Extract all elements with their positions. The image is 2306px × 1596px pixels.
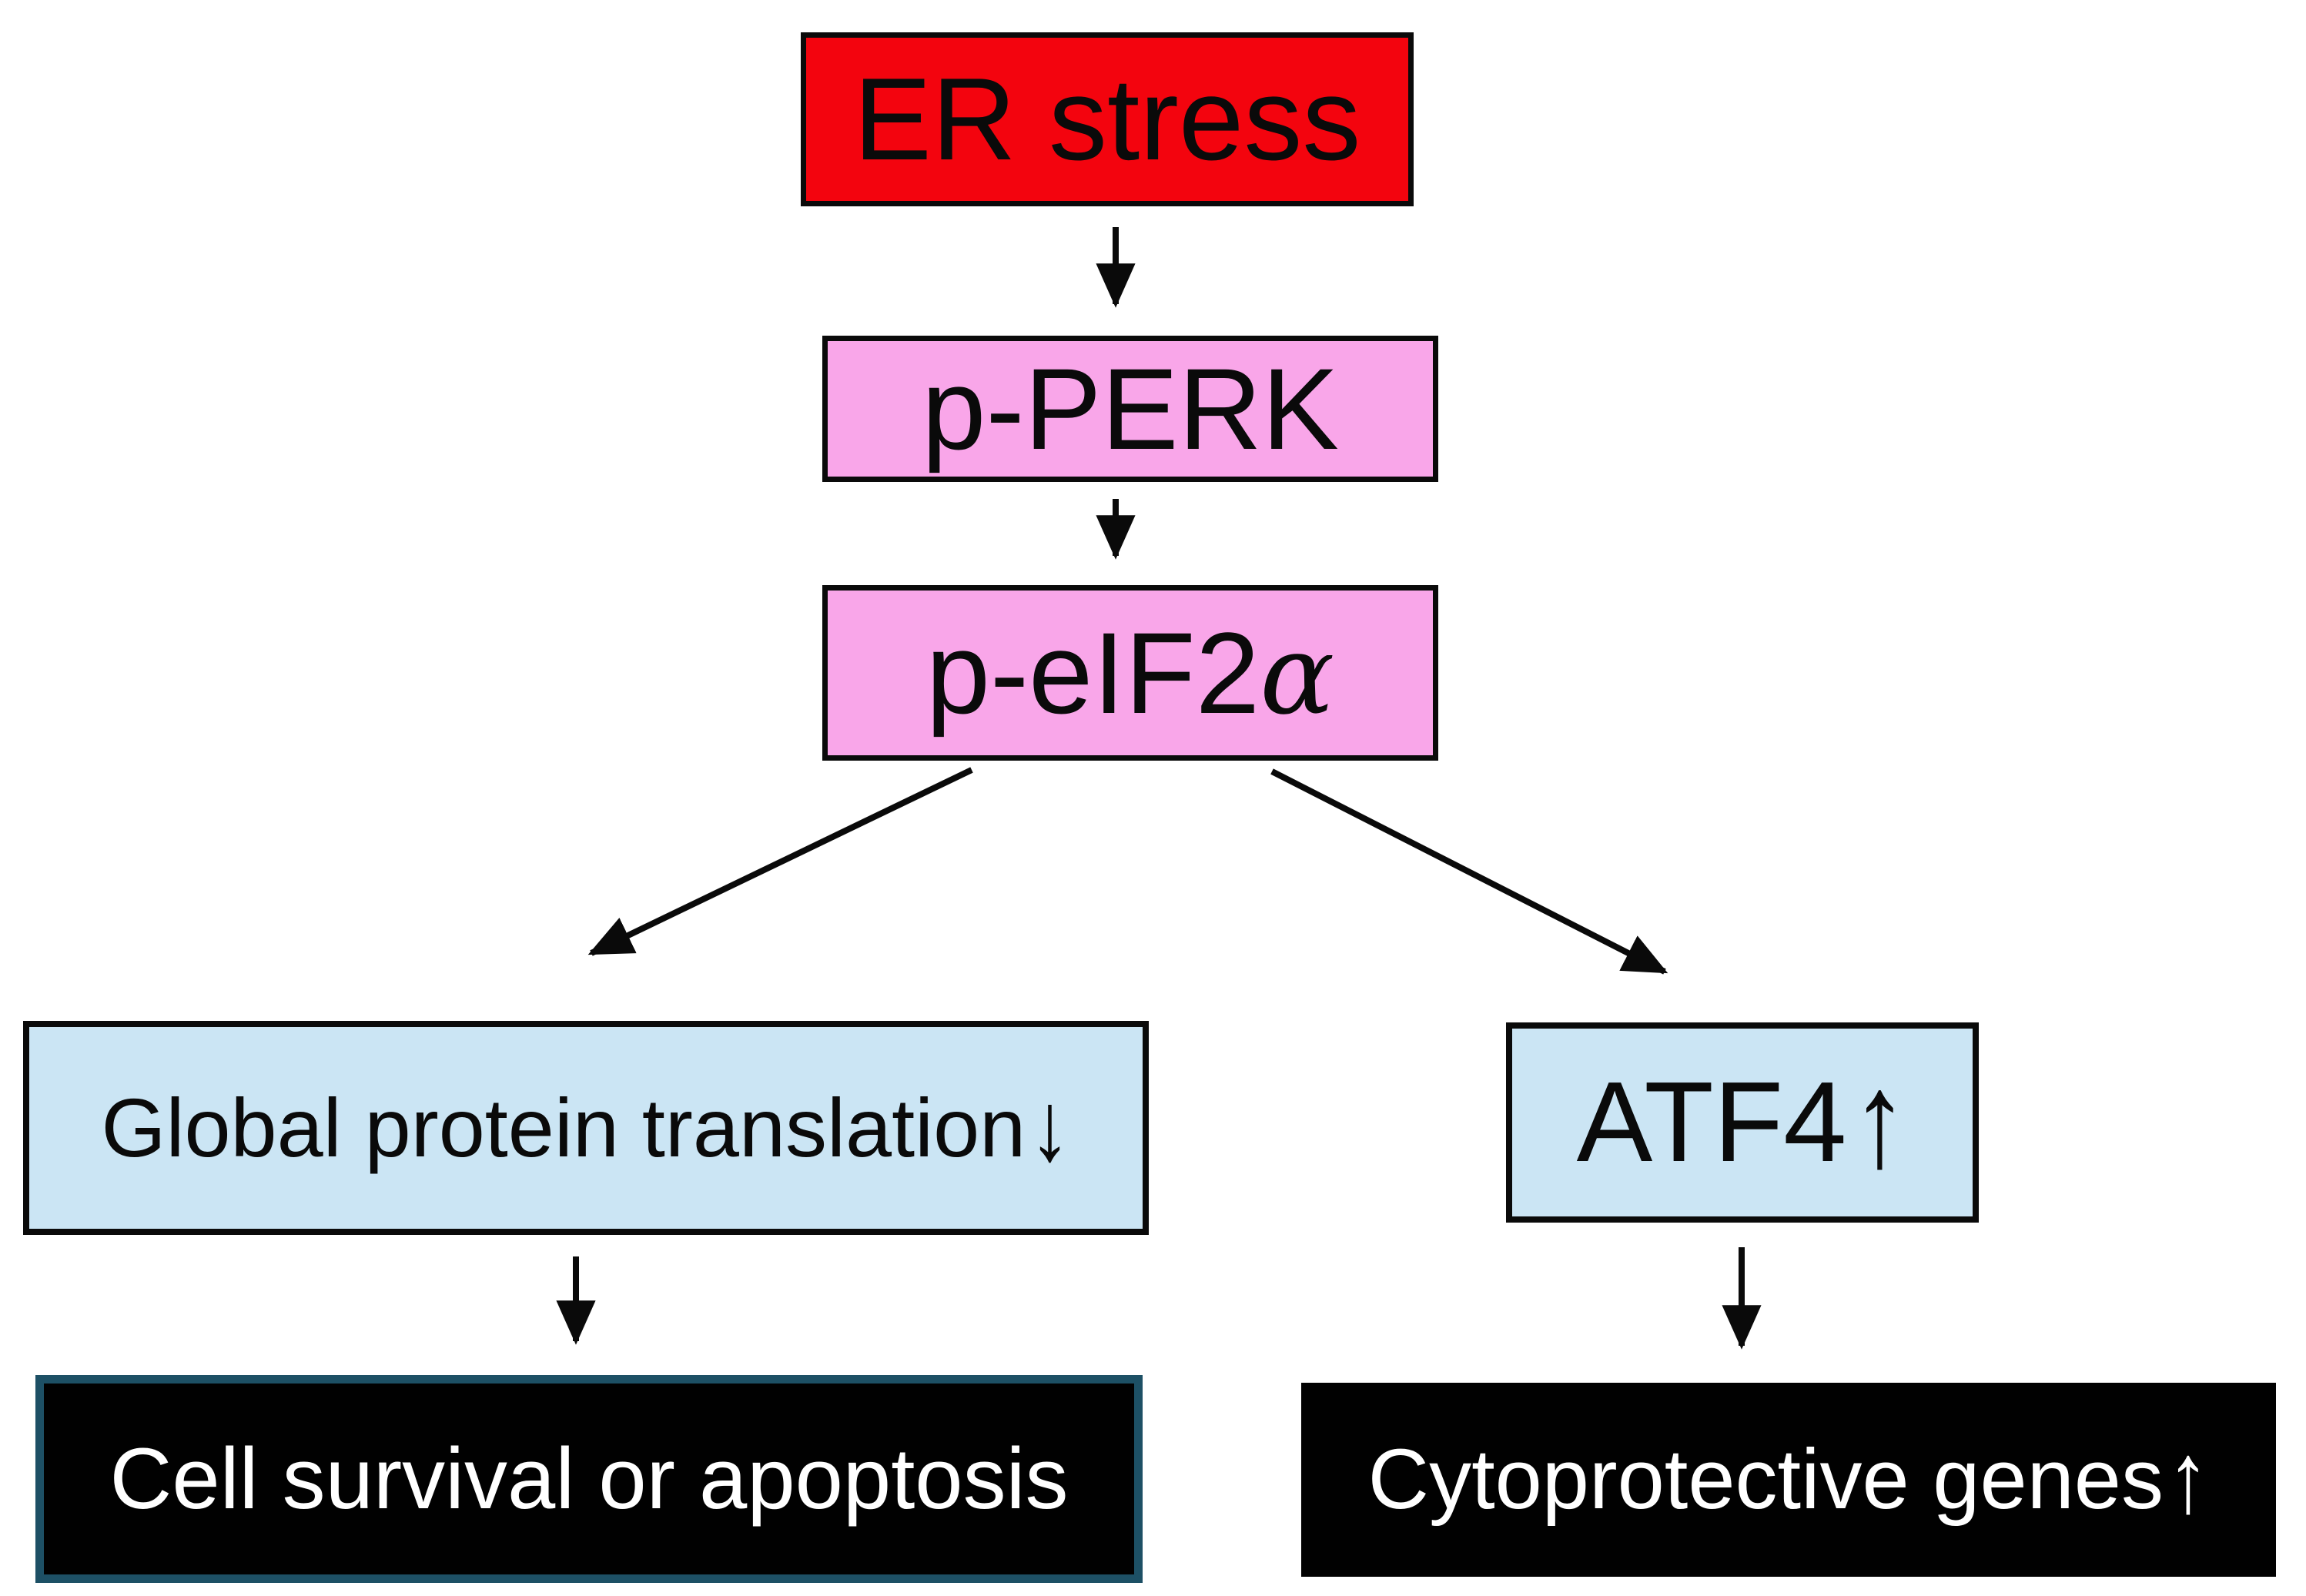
down-arrow-glyph: ↓ bbox=[1029, 1071, 1071, 1181]
up-arrow-glyph: ↑ bbox=[2167, 1421, 2210, 1534]
node-p-perk: p-PERK bbox=[822, 336, 1438, 482]
p-perk-label: p-PERK bbox=[922, 344, 1339, 473]
arrow-peif-to-translation bbox=[587, 767, 973, 956]
er-stress-label: ER stress bbox=[853, 54, 1361, 185]
node-cytoprotective-genes: Cytoprotective genes↑ bbox=[1301, 1383, 2276, 1577]
alpha-glyph: α bbox=[1260, 610, 1335, 739]
p-eif2a-label: p-eIF2α bbox=[925, 608, 1335, 739]
node-global-protein-translation: Global protein translation↓ bbox=[23, 1021, 1149, 1235]
atf4-label: ATF4 bbox=[1576, 1059, 1847, 1186]
global-translation-label: Global protein translation bbox=[101, 1081, 1026, 1174]
node-atf4: ATF4↑ bbox=[1506, 1022, 1979, 1223]
arrow-peif-to-atf4 bbox=[1270, 768, 1668, 975]
cytoprotective-genes-label: Cytoprotective genes bbox=[1367, 1432, 2164, 1527]
up-arrow-glyph: ↑ bbox=[1851, 1045, 1909, 1196]
node-p-eif2a: p-eIF2α bbox=[822, 585, 1438, 761]
node-cell-survival-or-apoptosis: Cell survival or apoptosis bbox=[35, 1375, 1143, 1583]
node-er-stress: ER stress bbox=[801, 32, 1414, 206]
cell-survival-label: Cell survival or apoptosis bbox=[109, 1430, 1069, 1527]
